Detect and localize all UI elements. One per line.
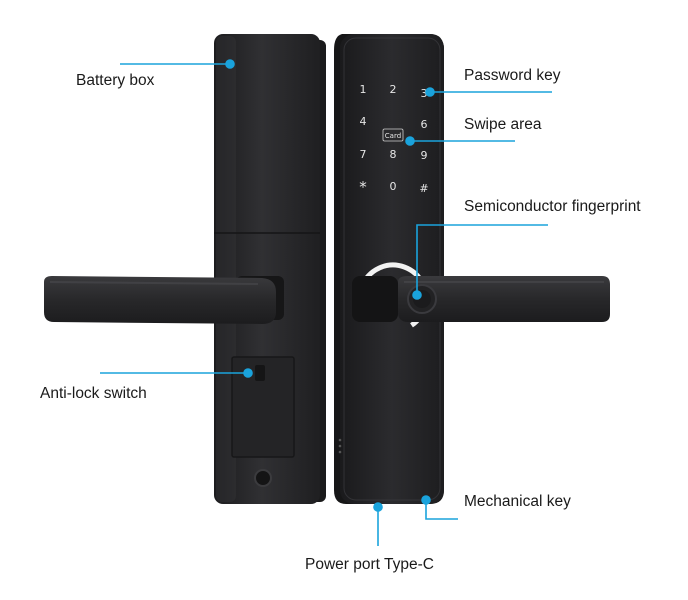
callout-dot: [412, 290, 422, 300]
label-power-port: Power port Type-C: [305, 556, 434, 573]
keypad[interactable]: 1 2 3 4 6 7 8 9 * 0 # Card: [359, 83, 428, 196]
label-password-key: Password key: [464, 67, 561, 84]
anti-lock-recess: [231, 356, 295, 458]
keypad-key[interactable]: 1: [360, 83, 367, 96]
label-swipe-area: Swipe area: [464, 116, 542, 133]
keypad-key[interactable]: *: [359, 178, 367, 196]
exterior-panel: 1 2 3 4 6 7 8 9 * 0 # Card: [334, 34, 610, 504]
callout-dot: [373, 502, 383, 512]
keypad-key[interactable]: #: [419, 182, 428, 195]
interior-lever-handle: [44, 276, 276, 324]
card-label: Card: [385, 132, 401, 140]
key-cylinder: [254, 469, 272, 487]
keypad-key[interactable]: 7: [360, 148, 367, 161]
label-semiconductor-fingerprint: Semiconductor fingerprint: [464, 198, 641, 215]
exterior-lever-handle: [398, 276, 610, 322]
keypad-key[interactable]: 2: [390, 83, 397, 96]
callouts: [100, 59, 552, 546]
callout-dot: [243, 368, 253, 378]
keypad-key[interactable]: 3: [421, 87, 428, 100]
callout-dot: [405, 136, 415, 146]
label-battery-box: Battery box: [76, 72, 155, 89]
callout-dot: [225, 59, 235, 69]
keypad-key[interactable]: 9: [421, 149, 428, 162]
keypad-key[interactable]: 6: [421, 118, 428, 131]
keypad-key[interactable]: 8: [390, 148, 397, 161]
card-icon: [382, 128, 404, 142]
label-mechanical-key: Mechanical key: [464, 493, 571, 510]
label-anti-lock-switch: Anti-lock switch: [40, 385, 147, 402]
callout-dot: [421, 495, 431, 505]
keypad-key[interactable]: 4: [360, 115, 367, 128]
callout-dot: [425, 87, 435, 97]
anti-lock-switch-knob[interactable]: [255, 365, 265, 381]
keypad-key[interactable]: 0: [390, 180, 397, 193]
interior-panel: [44, 34, 326, 504]
